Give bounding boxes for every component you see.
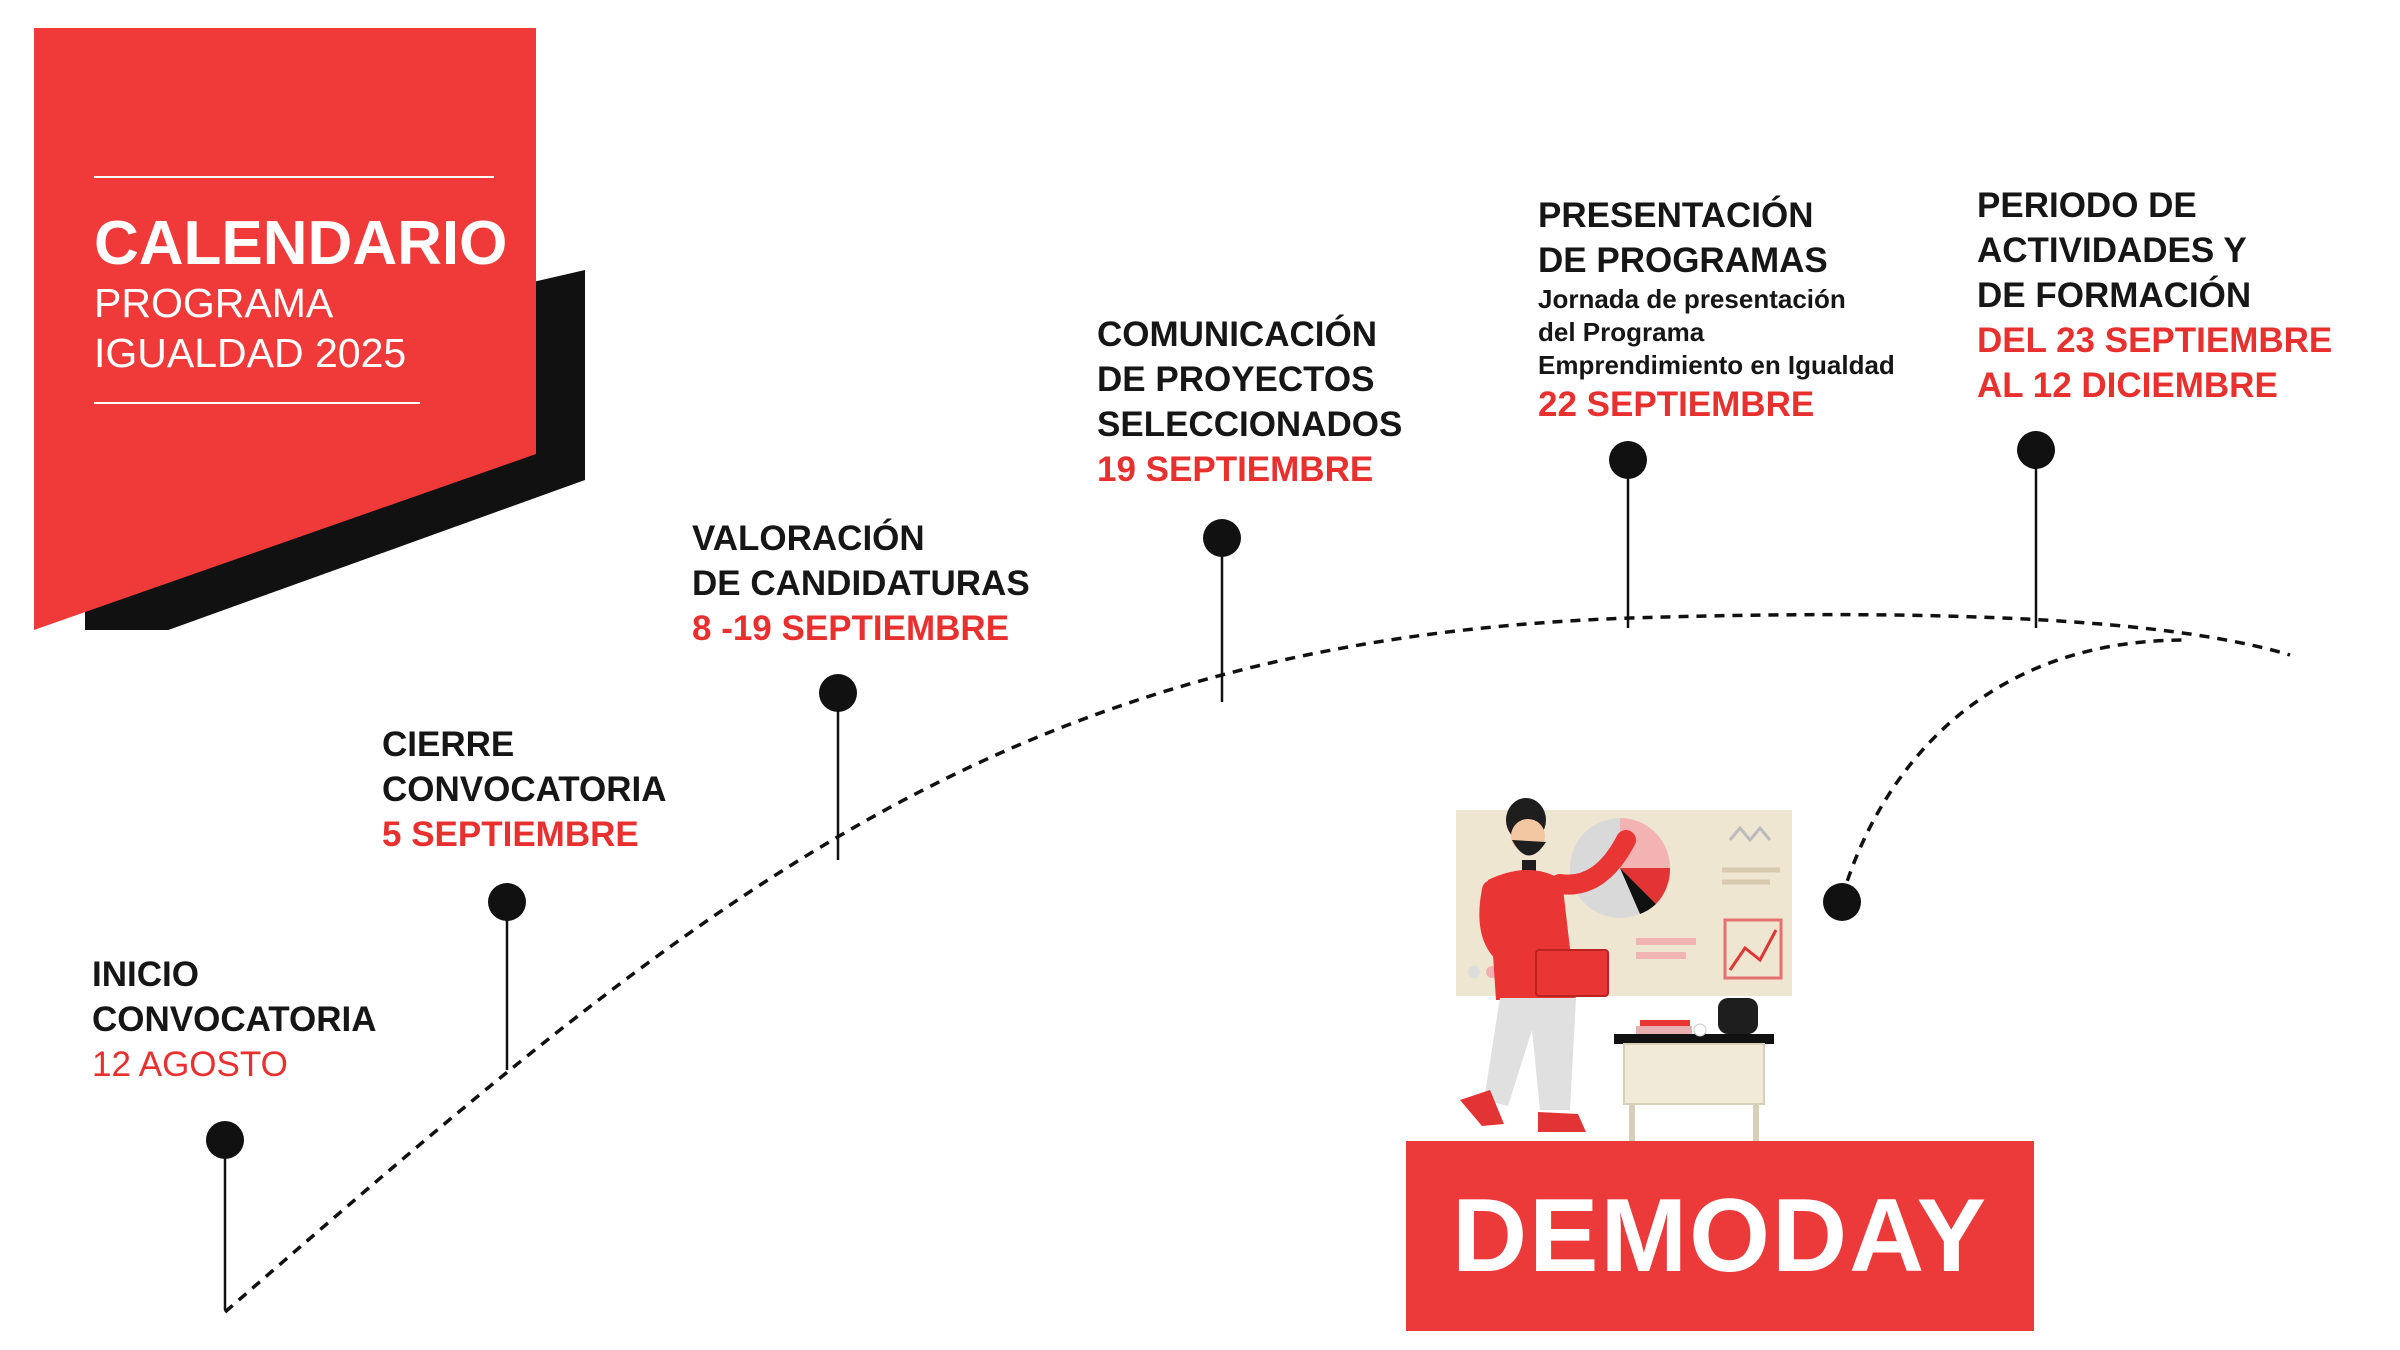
page-subtitle-line1: PROGRAMA (94, 280, 334, 326)
pin-valoracion (819, 674, 857, 712)
milestone-description: del Programa (1538, 317, 1705, 347)
milestone-title: DE PROGRAMAS (1538, 241, 1828, 280)
milestone-comunicacion: COMUNICACIÓN DE PROYECTOS SELECCIONADOS … (1097, 312, 1402, 492)
milestone-description: Emprendimiento en Igualdad (1538, 350, 1895, 380)
milestone-presentacion: PRESENTACIÓN DE PROGRAMAS Jornada de pre… (1538, 193, 1895, 427)
milestone-title: PERIODO DE (1977, 186, 2197, 225)
presenter-illustration-icon (1456, 798, 1792, 1150)
milestone-title: DE FORMACIÓN (1977, 276, 2252, 315)
milestone-title: DE CANDIDATURAS (692, 564, 1030, 603)
milestone-date: 12 AGOSTO (92, 1045, 288, 1084)
demoday-label: DEMODAY (1451, 1177, 1989, 1294)
pin-presentacion (1609, 441, 1647, 479)
milestone-title: VALORACIÓN (692, 519, 925, 558)
timeline-pins (206, 431, 2055, 1310)
title-top-rule (94, 176, 494, 178)
title-bottom-rule (94, 402, 420, 404)
milestone-date: 8 -19 SEPTIEMBRE (692, 609, 1010, 648)
pin-demoday (1823, 883, 1861, 921)
milestone-inicio: INICIO CONVOCATORIA 12 AGOSTO (92, 952, 377, 1087)
pin-cierre (488, 883, 526, 921)
demoday-banner: DEMODAY (1406, 1141, 2034, 1331)
milestone-description: Jornada de presentación (1538, 284, 1846, 314)
demoday-branch-curve (1840, 638, 2186, 899)
milestone-title: INICIO (92, 955, 199, 994)
milestone-title: COMUNICACIÓN (1097, 315, 1377, 354)
milestone-title: CONVOCATORIA (382, 770, 667, 809)
milestone-title: CIERRE (382, 725, 515, 764)
page-title: CALENDARIO (94, 209, 508, 278)
milestone-title: PRESENTACIÓN (1538, 196, 1814, 235)
pin-comunicacion (1203, 519, 1241, 557)
milestone-date: DEL 23 SEPTIEMBRE (1977, 321, 2333, 360)
milestone-cierre: CIERRE CONVOCATORIA 5 SEPTIEMBRE (382, 722, 667, 857)
pin-periodo (2017, 431, 2055, 469)
page-subtitle-line2: IGUALDAD 2025 (94, 330, 407, 376)
milestone-date: 22 SEPTIEMBRE (1538, 385, 1815, 424)
milestone-title: ACTIVIDADES Y (1977, 231, 2247, 270)
milestone-date: AL 12 DICIEMBRE (1977, 366, 2278, 405)
milestone-title: CONVOCATORIA (92, 1000, 377, 1039)
milestone-date: 19 SEPTIEMBRE (1097, 450, 1374, 489)
timeline-curve (223, 612, 2291, 1314)
milestone-date: 5 SEPTIEMBRE (382, 815, 639, 854)
milestone-valoracion: VALORACIÓN DE CANDIDATURAS 8 -19 SEPTIEM… (692, 516, 1030, 651)
milestone-title: SELECCIONADOS (1097, 405, 1403, 444)
milestone-title: DE PROYECTOS (1097, 360, 1375, 399)
pin-inicio (206, 1121, 244, 1159)
milestone-periodo: PERIODO DE ACTIVIDADES Y DE FORMACIÓN DE… (1977, 183, 2332, 408)
